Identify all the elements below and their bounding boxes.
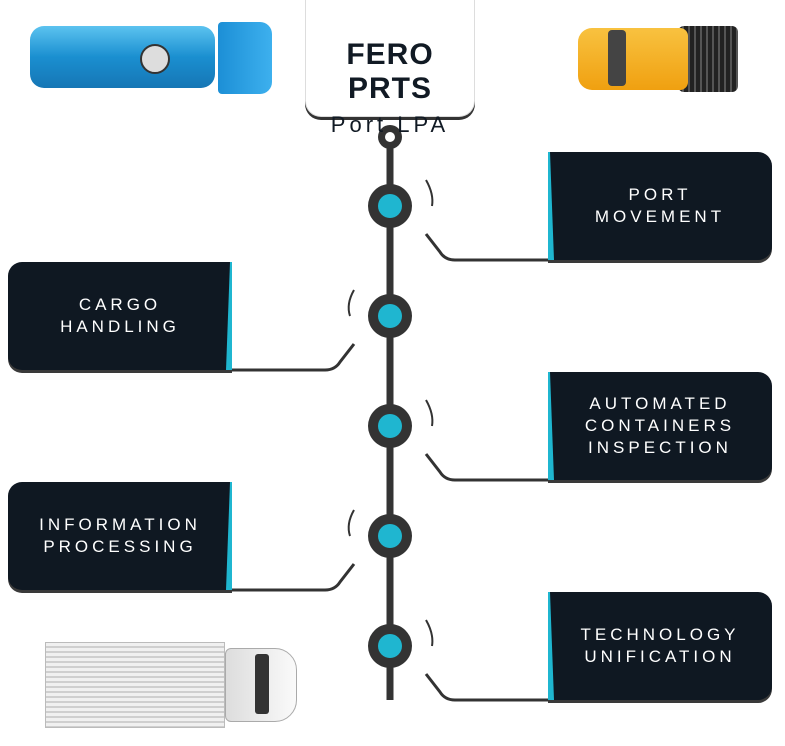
header-subtitle: Port LPA: [330, 112, 450, 137]
step-card: PORT MOVEMENT: [548, 152, 772, 260]
step-label: UNIFICATION: [584, 647, 736, 666]
yellow-truck-icon: [578, 22, 740, 96]
step-label: TECHNOLOGY: [580, 625, 740, 644]
connector-arc: [347, 509, 355, 537]
step-card: CARGO HANDLING: [8, 262, 232, 370]
step-label: AUTOMATED: [589, 394, 731, 413]
timeline-node-dot: [378, 634, 402, 658]
connector-line: [232, 563, 356, 592]
timeline-node-dot: [378, 414, 402, 438]
timeline-node-dot: [378, 304, 402, 328]
step-label: CONTAINERS: [584, 416, 736, 435]
step-label: INFORMATION: [39, 515, 201, 534]
connector-line: [424, 673, 550, 702]
header-title: FERO PRTS: [346, 38, 434, 105]
step-card: INFORMATION PROCESSING: [8, 482, 232, 590]
connector-arc: [425, 399, 434, 427]
blue-tanker-truck-icon: [30, 22, 272, 94]
step-label: MOVEMENT: [594, 207, 726, 226]
step-label: CARGO: [78, 295, 162, 314]
connector-arc: [425, 619, 434, 647]
step-label: PROCESSING: [43, 537, 197, 556]
white-truck-icon: [45, 638, 297, 730]
connector-line: [424, 233, 550, 262]
timeline-node-dot: [378, 194, 402, 218]
connector-line: [232, 343, 356, 372]
connector-arc: [425, 179, 434, 207]
step-card: TECHNOLOGY UNIFICATION: [548, 592, 772, 700]
connector-line: [424, 453, 550, 482]
connector-arc: [347, 289, 355, 317]
step-label: PORT: [628, 185, 692, 204]
step-label: INSPECTION: [588, 438, 732, 457]
header-card: FERO PRTS Port LPA: [305, 0, 475, 137]
step-label: HANDLING: [60, 317, 180, 336]
step-card: AUTOMATED CONTAINERS INSPECTION: [548, 372, 772, 480]
timeline-node-dot: [378, 524, 402, 548]
